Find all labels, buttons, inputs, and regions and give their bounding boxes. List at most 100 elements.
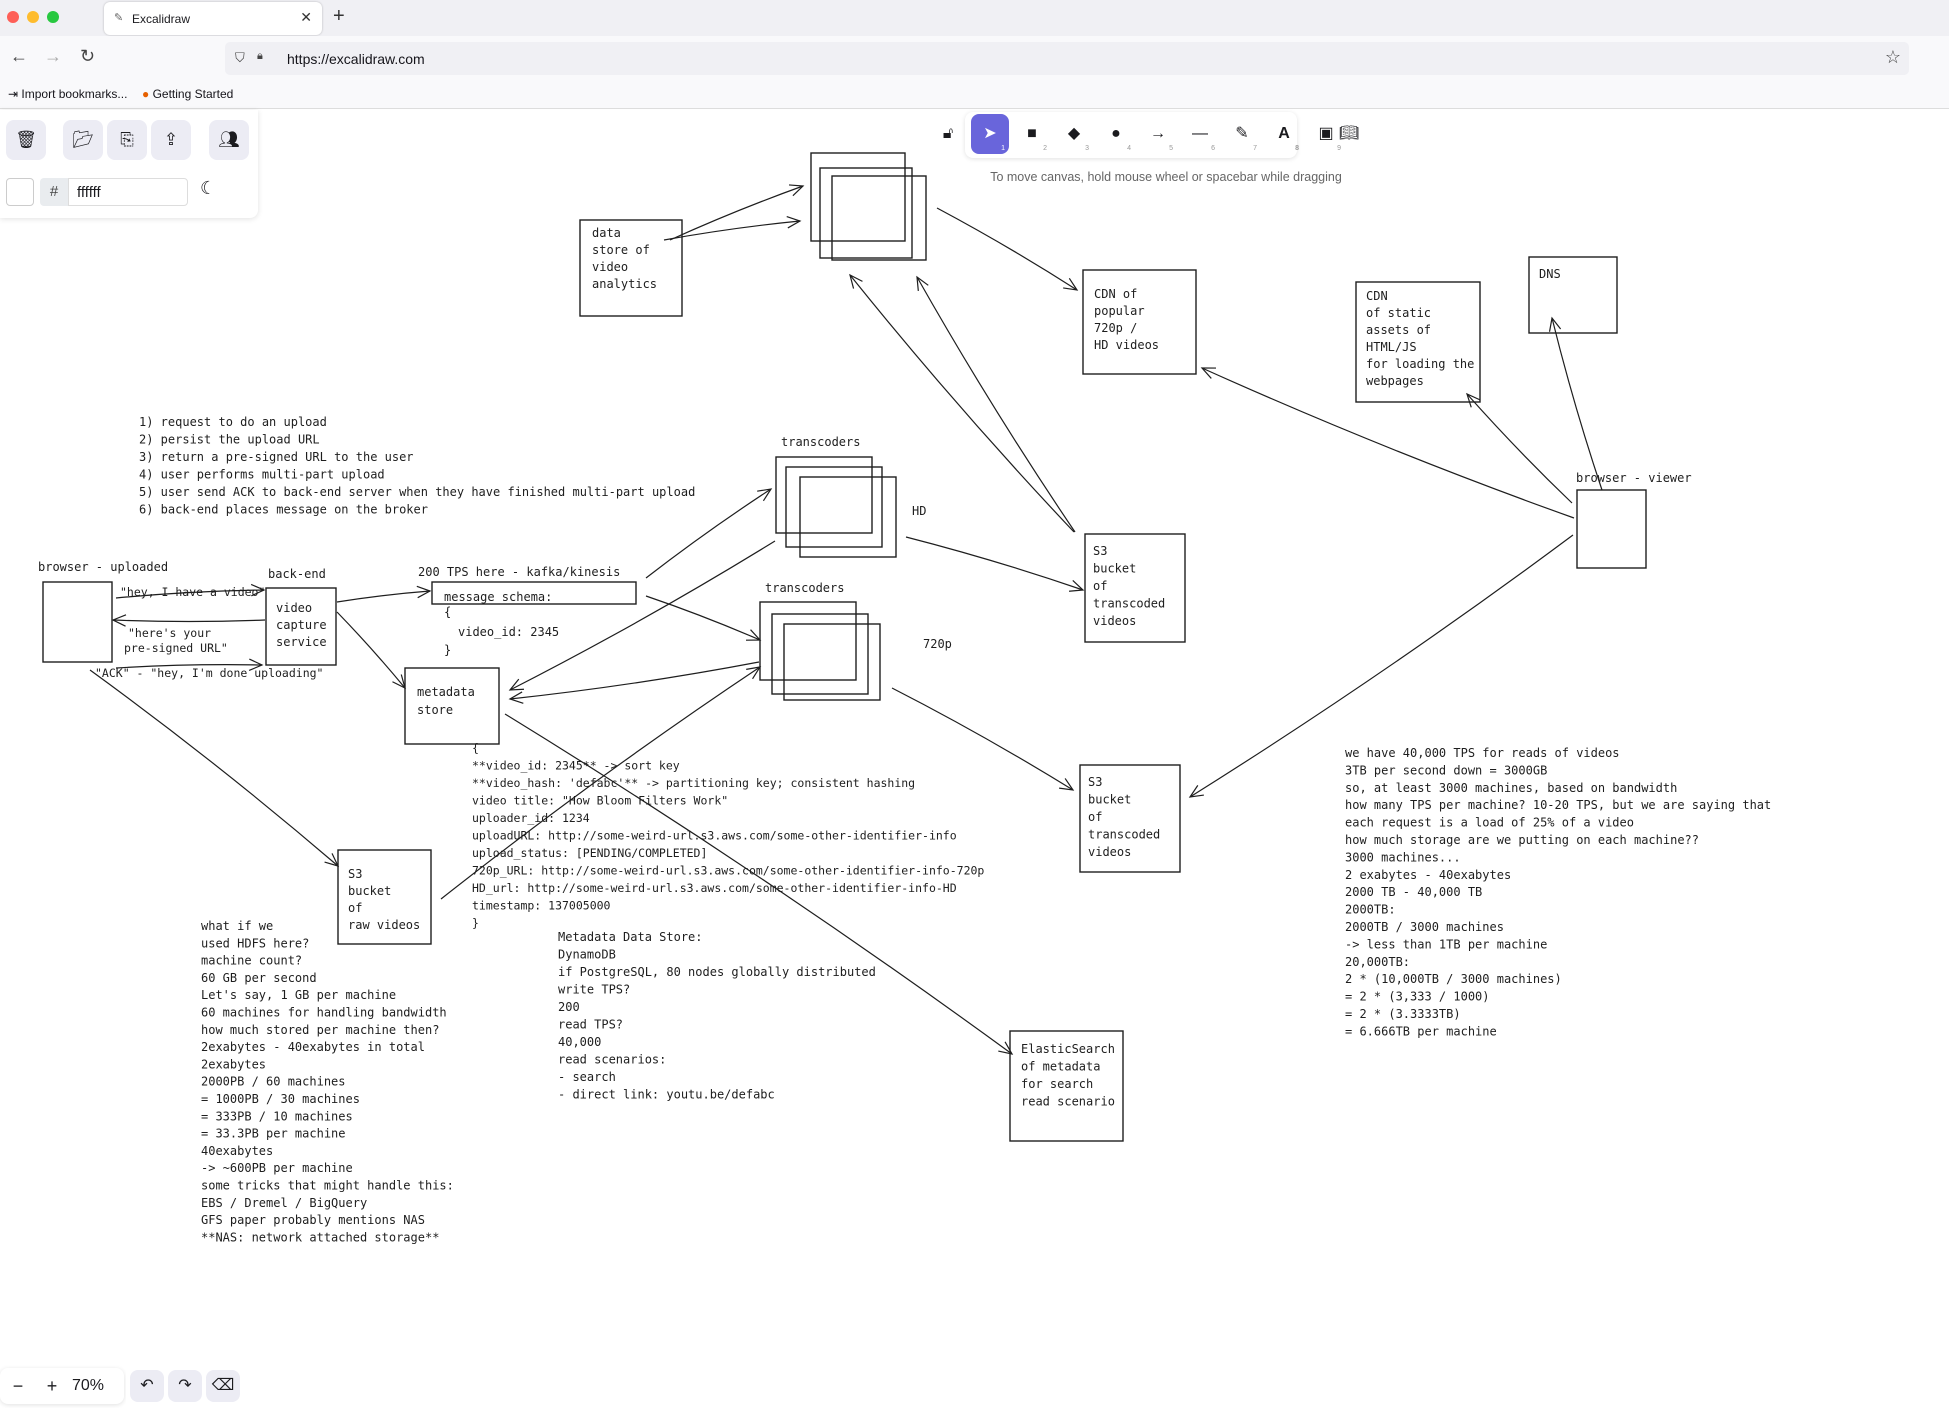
connector-arrow[interactable]: [645, 488, 772, 579]
minimize-window-button[interactable]: [27, 11, 39, 23]
shield-icon[interactable]: ⛉: [235, 50, 245, 65]
connector-arrow[interactable]: [1189, 534, 1574, 798]
hd-label: HD: [912, 504, 926, 518]
cdn-popular-box[interactable]: [1082, 269, 1197, 375]
connector-arrow[interactable]: [89, 669, 339, 867]
connector-arrow[interactable]: [1201, 367, 1575, 519]
connector-arrow[interactable]: [1466, 393, 1573, 504]
connector-arrow[interactable]: [336, 590, 431, 603]
connector-arrow[interactable]: [891, 687, 1074, 791]
diamond-tool-button[interactable]: ◆3: [1067, 125, 1089, 152]
elasticsearch-text: ElasticSearch of metadata for search rea…: [1021, 1042, 1122, 1109]
connector-arrow[interactable]: [936, 207, 1078, 291]
zoom-out-button[interactable]: −: [12, 1376, 24, 1396]
cdn-static-box[interactable]: [1355, 281, 1481, 403]
capacity-notes-text: we have 40,000 TPS for reads of videos 3…: [1345, 746, 1779, 1038]
connector-arrow[interactable]: [645, 595, 761, 641]
import-bookmarks-link[interactable]: ⇥ Import bookmarks...: [8, 87, 127, 101]
reload-icon[interactable]: ↻: [80, 46, 96, 66]
selection-tool-button[interactable]: ➤1: [971, 114, 1009, 154]
clear-canvas-button[interactable]: 🗑︎: [6, 120, 46, 160]
browser-viewer-box[interactable]: [1576, 489, 1647, 569]
elasticsearch-box[interactable]: [1009, 1030, 1124, 1142]
getting-started-link[interactable]: ● Getting Started: [142, 87, 233, 101]
lock-tool-icon[interactable]: 🔓︎: [942, 125, 954, 142]
address-bar[interactable]: ⛉ 🔒︎ https://excalidraw.com ☆: [225, 42, 1909, 75]
undo-button[interactable]: ↶: [130, 1370, 164, 1402]
connector-arrow[interactable]: [669, 185, 804, 241]
arrowhead: [916, 275, 929, 291]
browser-tab-bar: ✎ Excalidraw ✕ +: [0, 0, 1949, 36]
connector-arrow[interactable]: [663, 220, 801, 241]
backend-label: back-end: [268, 567, 326, 581]
line-tool-button[interactable]: —6: [1192, 125, 1215, 152]
maximize-window-button[interactable]: [47, 11, 59, 23]
connector-arrow[interactable]: [336, 611, 406, 689]
tool-key-hint: 7: [1253, 145, 1257, 152]
s3-transcoded-top-box[interactable]: [1084, 533, 1186, 643]
browser-tab[interactable]: ✎ Excalidraw ✕: [104, 2, 322, 35]
transcoders-top-stack[interactable]: [775, 456, 897, 558]
redo-button[interactable]: ↷: [168, 1370, 202, 1402]
browser-uploaded-box[interactable]: [42, 581, 113, 663]
browser-viewer-label: browser - viewer: [1576, 471, 1692, 485]
lock-icon[interactable]: 🔒︎: [257, 50, 263, 62]
connector-arrow[interactable]: [509, 661, 760, 700]
new-tab-icon[interactable]: +: [333, 5, 345, 27]
connector-arrow[interactable]: [115, 664, 263, 669]
connector-arrow[interactable]: [849, 274, 1075, 533]
stacked-servers-top[interactable]: [810, 152, 927, 261]
image-tool-button[interactable]: ▣9: [1318, 125, 1341, 152]
connector-arrow[interactable]: [115, 589, 265, 599]
upload-steps-text: 1) request to do an upload 2) persist th…: [139, 415, 703, 517]
library-book-icon[interactable]: 📖︎: [1338, 125, 1360, 142]
arrowhead: [324, 853, 340, 867]
connector-arrow[interactable]: [440, 666, 761, 900]
connector-arrows[interactable]: [89, 184, 1603, 1055]
metadata-store-box[interactable]: [404, 667, 500, 745]
s3-raw-text: S3 bucket of raw videos: [348, 867, 420, 932]
arrow-tool-button[interactable]: →5: [1150, 125, 1173, 152]
data-store-analytics-box[interactable]: [579, 219, 683, 317]
bookmark-star-icon[interactable]: ☆: [1884, 47, 1901, 67]
save-file-button[interactable]: ⎘: [107, 120, 147, 160]
transcoders-bottom-label: transcoders: [765, 581, 844, 595]
live-collaboration-button[interactable]: 👥︎: [209, 120, 249, 160]
connector-arrow[interactable]: [504, 713, 1013, 1055]
s3-transcoded-bottom-box[interactable]: [1079, 764, 1181, 873]
eraser-button[interactable]: ⌫: [206, 1370, 240, 1402]
canvas-background-hex-input[interactable]: [68, 178, 188, 206]
connector-arrow[interactable]: [1551, 317, 1603, 491]
zoom-level-label[interactable]: 70%: [72, 1377, 105, 1394]
drawing-canvas[interactable]: data store of video analytics CDN of pop…: [0, 108, 1949, 1408]
back-arrow-icon[interactable]: ←: [10, 46, 28, 66]
zoom-in-button[interactable]: +: [46, 1376, 58, 1396]
video-capture-box[interactable]: [265, 587, 337, 666]
connector-arrow[interactable]: [916, 276, 1076, 533]
s3-raw-box[interactable]: [337, 849, 432, 945]
arrowhead: [1548, 316, 1562, 332]
arrowhead: [250, 583, 266, 597]
canvas-background-swatch[interactable]: [6, 178, 34, 206]
tab-title: Excalidraw: [132, 12, 191, 26]
message-broker-box[interactable]: [431, 581, 637, 605]
connector-arrow[interactable]: [905, 536, 1084, 591]
connector-arrow[interactable]: [112, 619, 266, 623]
draw-tool-button[interactable]: ✎7: [1235, 125, 1257, 152]
dark-mode-toggle-icon[interactable]: ☾: [200, 178, 217, 198]
transcoders-bottom-stack[interactable]: [759, 601, 881, 701]
open-file-button[interactable]: 📂︎: [63, 120, 103, 160]
arrowhead: [788, 184, 805, 197]
ellipse-tool-button[interactable]: ●4: [1111, 125, 1131, 152]
close-tab-icon[interactable]: ✕: [300, 9, 312, 25]
bookmarks-bar: ⇥ Import bookmarks... ● Getting Started: [0, 82, 1949, 109]
connector-arrow[interactable]: [509, 540, 776, 691]
arrowhead: [746, 666, 762, 680]
forward-arrow-icon[interactable]: →: [44, 46, 62, 66]
dns-box[interactable]: [1528, 256, 1618, 334]
export-image-button[interactable]: ⇪: [151, 120, 191, 160]
close-window-button[interactable]: [7, 11, 19, 23]
rectangle-tool-button[interactable]: ■2: [1027, 125, 1047, 152]
